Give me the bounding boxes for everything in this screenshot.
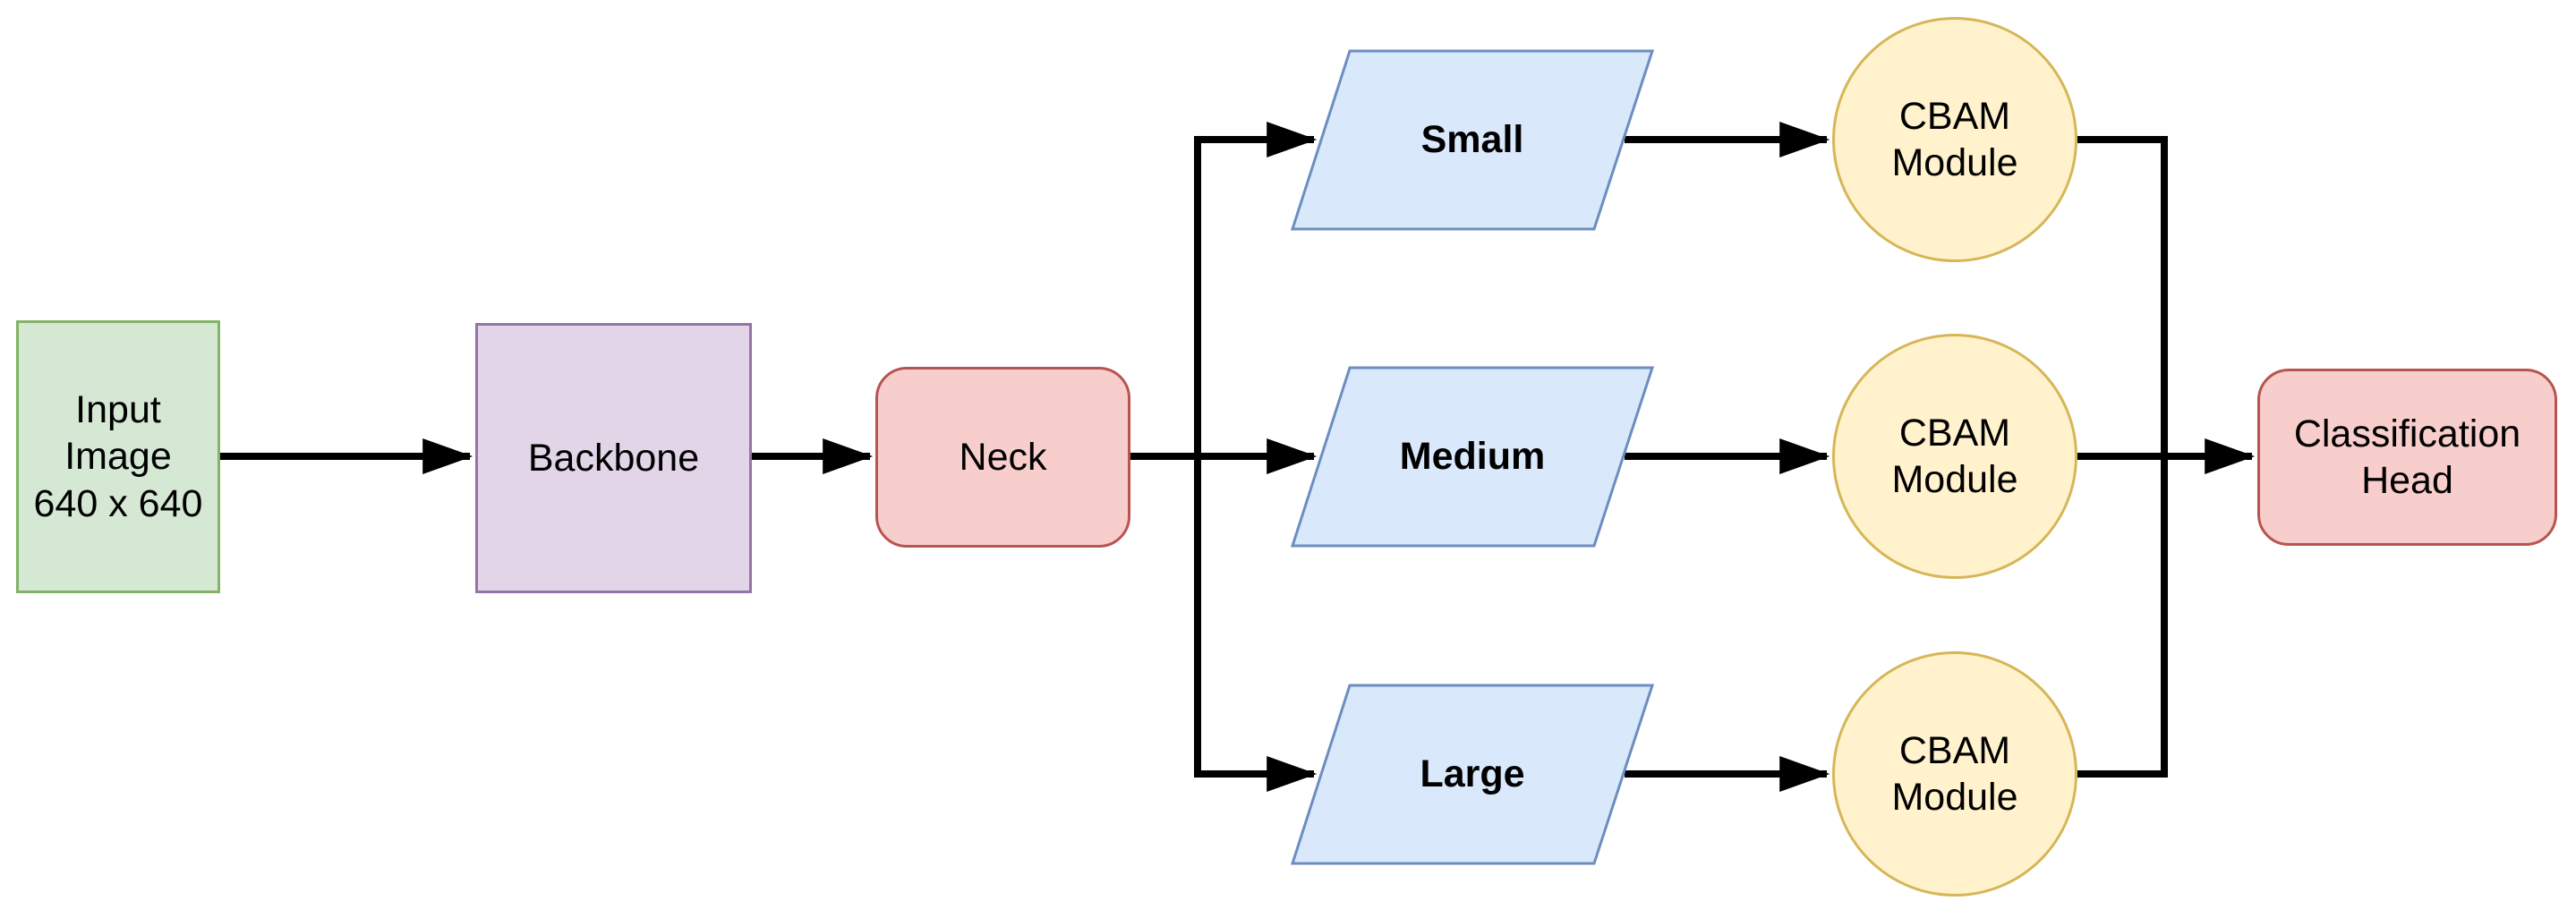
cbam-label-line2: Module — [1891, 458, 2018, 501]
classification-head-label: Classification Head — [2294, 411, 2521, 505]
large-scale-label: Large — [1420, 752, 1525, 796]
cbam-module-label: CBAM Module — [1891, 93, 2017, 187]
cbam-label-line1: CBAM — [1898, 411, 2011, 455]
classification-head-label-line1: Classification — [2293, 412, 2521, 455]
parallelogram-shape — [1291, 684, 1654, 865]
cbam-label-line2: Module — [1891, 141, 2018, 184]
merge-line-cbam-top — [2077, 136, 2168, 456]
cbam-label-line1: CBAM — [1898, 94, 2011, 138]
classification-head-label-line2: Head — [2361, 459, 2453, 502]
input-image-label-line2: 640 x 640 — [33, 481, 203, 525]
cbam-module-label: CBAM Module — [1891, 727, 2017, 821]
cbam-module-node-bottom: CBAM Module — [1832, 651, 2077, 897]
parallelogram-shape — [1291, 49, 1654, 231]
small-scale-label: Small — [1420, 118, 1524, 162]
cbam-module-node-top: CBAM Module — [1832, 17, 2077, 262]
cbam-module-node-middle: CBAM Module — [1832, 334, 2077, 579]
medium-scale-node: Medium — [1291, 366, 1654, 548]
cbam-label-line2: Module — [1891, 776, 2018, 819]
merge-line-cbam-bottom — [2077, 456, 2168, 778]
medium-scale-label: Medium — [1399, 435, 1546, 479]
neck-node: Neck — [875, 367, 1130, 548]
small-scale-node: Small — [1291, 49, 1654, 231]
backbone-node: Backbone — [475, 323, 752, 593]
parallelogram-shape — [1291, 366, 1654, 548]
cbam-module-label: CBAM Module — [1891, 410, 2017, 504]
input-image-node: Input Image 640 x 640 — [16, 320, 220, 593]
input-image-label: Input Image 640 x 640 — [19, 387, 218, 527]
large-scale-node: Large — [1291, 684, 1654, 865]
neck-label: Neck — [959, 435, 1047, 479]
classification-head-node: Classification Head — [2257, 369, 2557, 546]
input-image-label-line1: Input Image — [64, 387, 172, 479]
cbam-label-line1: CBAM — [1898, 728, 2011, 772]
backbone-label: Backbone — [527, 436, 700, 480]
